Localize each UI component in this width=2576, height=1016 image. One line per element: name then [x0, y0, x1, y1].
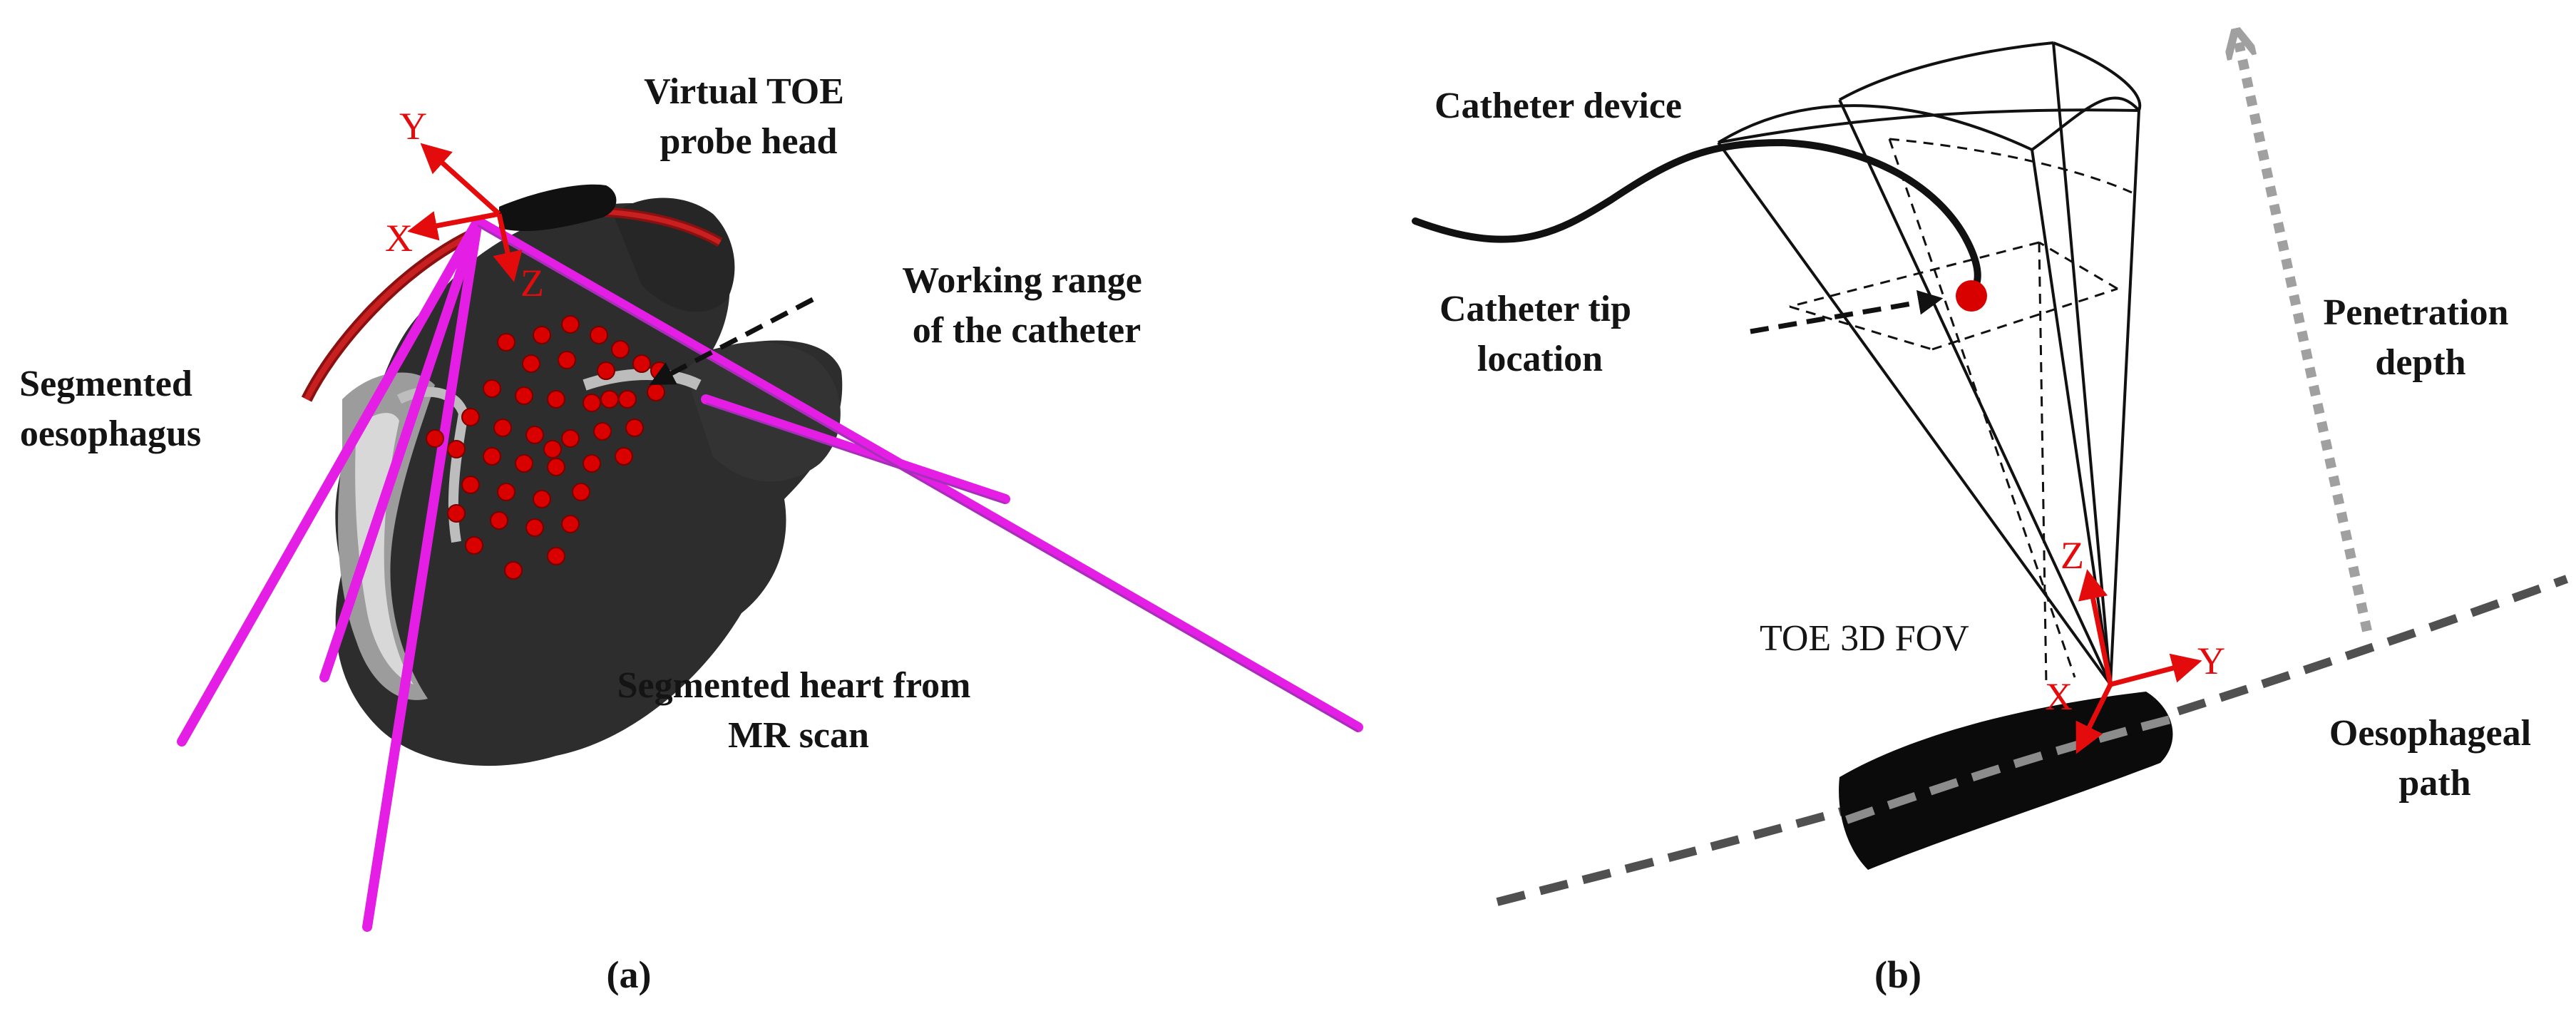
catheter-device [1412, 138, 1981, 296]
catheter-tip [1956, 280, 1987, 312]
working-range-point [618, 390, 637, 409]
working-range-point [426, 429, 444, 448]
working-range-point [590, 326, 608, 344]
working-range-point [461, 408, 480, 426]
axis-x-label-a: X [385, 217, 413, 260]
catheter-tip-arrow [1750, 289, 1944, 334]
working-range-label: Working range of the catheter [902, 260, 1151, 351]
caption-b: (b) [1874, 953, 1921, 996]
working-range-point [611, 340, 630, 359]
working-range-point [600, 390, 619, 409]
working-range-point [583, 454, 601, 473]
axis-z-label-a: Z [520, 262, 544, 304]
working-range-point [465, 536, 483, 555]
working-range-point [461, 476, 480, 494]
working-range-point [615, 447, 633, 466]
working-range-point [522, 354, 540, 373]
heart-label: Segmented heart from MR scan [617, 665, 980, 756]
working-range-point [493, 419, 512, 437]
panel-b: Z Y X Catheter device Catheter tip locat… [1412, 41, 2569, 996]
oesophageal-path-label: Oesophageal path [2329, 713, 2540, 804]
penetration-depth-label: Penetration depth [2324, 292, 2518, 383]
working-range-point [572, 483, 590, 501]
fov-label: TOE 3D FOV [1760, 618, 1969, 659]
working-range-point [647, 383, 665, 401]
working-range-point [543, 440, 562, 458]
working-range-point [525, 426, 544, 444]
catheter-device-label: Catheter device [1435, 86, 1682, 126]
working-range-point [650, 361, 669, 380]
fov-dashed-planes [1789, 138, 2133, 685]
working-range-point [561, 315, 580, 334]
working-range-point [597, 361, 615, 380]
working-range-point [561, 515, 580, 533]
working-range-point [547, 458, 565, 476]
working-range-point [483, 379, 501, 398]
penetration-depth-arrow [2239, 43, 2372, 632]
working-range-point [515, 454, 533, 473]
probe-head-label: Virtual TOE probe head [644, 71, 853, 162]
axis-x-label-b: X [2045, 675, 2073, 718]
axis-y-label-b: Y [2197, 640, 2225, 682]
axis-z-label-b: Z [2061, 534, 2084, 577]
fov-wireframe [1717, 41, 2142, 686]
working-range-point [483, 447, 501, 466]
working-range-point [547, 547, 565, 565]
caption-a: (a) [607, 953, 652, 996]
working-range-point [547, 390, 565, 409]
working-range-point [497, 333, 515, 352]
working-range-point [583, 394, 601, 412]
working-range-point [497, 483, 515, 501]
working-range-point [593, 422, 612, 441]
catheter-tip-label: Catheter tip location [1440, 289, 1641, 379]
working-range-point [490, 511, 508, 530]
toe-probe [1839, 692, 2183, 870]
virtual-probe-head [499, 184, 617, 232]
working-range-point [625, 419, 644, 437]
working-range-point [533, 326, 551, 344]
working-range-point [558, 351, 576, 369]
panel-a: Y X Z Virtual TOE probe head Working ran… [19, 71, 1363, 996]
oesophagus-label: Segmented oesophagus [19, 364, 202, 454]
working-range-point [447, 504, 466, 523]
fov-axes [2075, 569, 2202, 754]
working-range-point [632, 354, 651, 373]
axis-y-label-a: Y [399, 105, 427, 148]
working-range-point [561, 429, 580, 448]
working-range-point [533, 490, 551, 508]
probe-axes [407, 143, 523, 282]
working-range-point [525, 518, 544, 537]
working-range-point [504, 561, 523, 580]
working-range-arrow [649, 297, 814, 385]
working-range-point [515, 386, 533, 405]
working-range-point [447, 440, 466, 458]
